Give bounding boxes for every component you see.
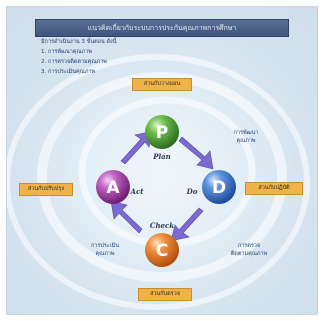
box-do: ส่วนกับปฏิบัติ bbox=[245, 182, 303, 195]
slide-title: แนวคิดเกี่ยวกับระบบการประกันคุณภาพการศึก… bbox=[35, 19, 289, 37]
ball-a: A bbox=[96, 170, 130, 204]
note-line: คุณภาพ bbox=[236, 138, 256, 144]
ball-letter-p: P bbox=[156, 123, 168, 143]
note-line: ติดตามคุณภาพ bbox=[230, 251, 268, 257]
note-line: การพัฒนา bbox=[233, 130, 259, 136]
arrow-c-to-a bbox=[110, 200, 143, 234]
intro-item: 1. การพัฒนาคุณภาพ bbox=[41, 49, 92, 55]
box-act: ส่วนกับปรับปรุง bbox=[19, 183, 73, 196]
ball-p: P bbox=[145, 115, 179, 149]
note-develop: การพัฒนา คุณภาพ bbox=[225, 129, 267, 145]
note-monitor: การตรวจ ติดตามคุณภาพ bbox=[223, 242, 275, 258]
ball-letter-d: D bbox=[212, 178, 226, 198]
pdca-cycle: P D C A Plan Do Check Act bbox=[96, 115, 236, 267]
ball-letter-c: C bbox=[156, 241, 168, 261]
ball-d: D bbox=[202, 170, 236, 204]
step-label-do: Do bbox=[186, 187, 198, 196]
box-check: ส่วนกับตรวจ bbox=[138, 288, 192, 301]
box-plan: ส่วนกับวางแผน bbox=[132, 78, 192, 91]
arrow-p-to-d bbox=[178, 136, 214, 170]
intro-item: 2. การตรวจติดตามคุณภาพ bbox=[41, 59, 107, 65]
ball-letter-a: A bbox=[106, 178, 120, 198]
ball-c: C bbox=[145, 233, 179, 267]
slide: แนวคิดเกี่ยวกับระบบการประกันคุณภาพการศึก… bbox=[6, 6, 318, 315]
note-line: คุณภาพ bbox=[95, 251, 115, 257]
step-label-check: Check bbox=[150, 221, 174, 230]
step-label-plan: Plan bbox=[152, 152, 171, 161]
note-line: การประเมิน bbox=[90, 243, 120, 249]
step-label-act: Act bbox=[130, 187, 145, 196]
arrow-d-to-c bbox=[170, 207, 204, 242]
note-evaluate: การประเมิน คุณภาพ bbox=[83, 242, 127, 258]
intro-heading: มีการดำเนินงาน 3 ขั้นตอน ดังนี้ bbox=[41, 39, 117, 45]
note-line: การตรวจ bbox=[237, 243, 261, 249]
intro-text: มีการดำเนินงาน 3 ขั้นตอน ดังนี้ 1. การพั… bbox=[41, 37, 117, 77]
intro-item: 3. การประเมินคุณภาพ bbox=[41, 69, 96, 75]
